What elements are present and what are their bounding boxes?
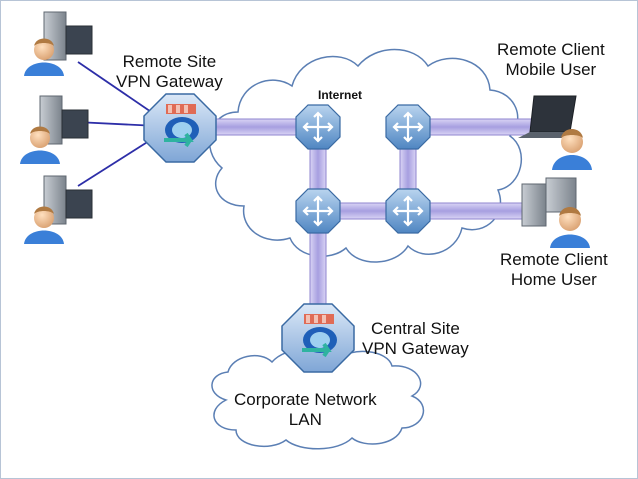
home-user	[521, 177, 590, 248]
vpn-tunnels	[204, 118, 533, 309]
router-bottom-left	[295, 188, 341, 234]
mobile-user	[518, 95, 592, 170]
internet-cloud	[208, 48, 523, 263]
router-bottom-right	[385, 188, 431, 234]
router-top-left	[295, 104, 341, 150]
mobile-user-label: Remote Client Mobile User	[497, 40, 605, 80]
central-site-label-line2: VPN Gateway	[362, 339, 469, 358]
remote-site-label-line2: VPN Gateway	[116, 72, 223, 91]
user-icon	[24, 62, 64, 76]
home-user-label-line1: Remote Client	[500, 250, 608, 269]
mobile-user-label-line2: Mobile User	[505, 60, 597, 79]
home-user-label: Remote Client Home User	[500, 250, 608, 290]
lan-label-line1: Corporate Network	[234, 390, 377, 409]
router-arrows-icon	[302, 195, 334, 227]
monitor-icon	[61, 109, 89, 139]
monitor-icon	[545, 177, 577, 213]
central-site-label: Central Site VPN Gateway	[362, 319, 469, 359]
link-pc1	[77, 61, 161, 119]
user-icon	[20, 150, 60, 164]
laptop-icon	[529, 95, 577, 133]
monitor-icon	[65, 25, 93, 55]
router-arrows-icon	[302, 111, 334, 143]
router-arrows-icon	[392, 195, 424, 227]
user-icon	[550, 234, 590, 248]
central-site-label-line1: Central Site	[370, 319, 460, 338]
tunnel-home	[419, 202, 529, 220]
pc-user-1	[24, 11, 93, 76]
lan-label-line2: LAN	[288, 410, 322, 429]
desktop-tower-icon	[521, 183, 547, 227]
pc-user-2	[20, 95, 89, 164]
home-user-label-line2: Home User	[510, 270, 597, 289]
pc-user-3	[24, 175, 93, 244]
router-arrows-icon	[392, 111, 424, 143]
user-icon	[552, 155, 592, 170]
mobile-user-label-line1: Remote Client	[497, 40, 605, 59]
router-top-right	[385, 104, 431, 150]
monitor-icon	[65, 189, 93, 219]
lan-label: Corporate Network LAN	[234, 390, 377, 430]
remote-site-label: Remote Site VPN Gateway	[116, 52, 223, 92]
tunnel-central	[309, 221, 327, 309]
remote-site-label-line1: Remote Site	[122, 52, 217, 71]
tunnel-mobile	[419, 118, 533, 136]
remote-vpn-gateway-icon	[143, 93, 217, 163]
internet-label: Internet	[318, 88, 363, 102]
central-vpn-gateway-icon	[281, 303, 355, 373]
lan-cloud	[211, 348, 425, 450]
user-icon	[24, 230, 64, 244]
